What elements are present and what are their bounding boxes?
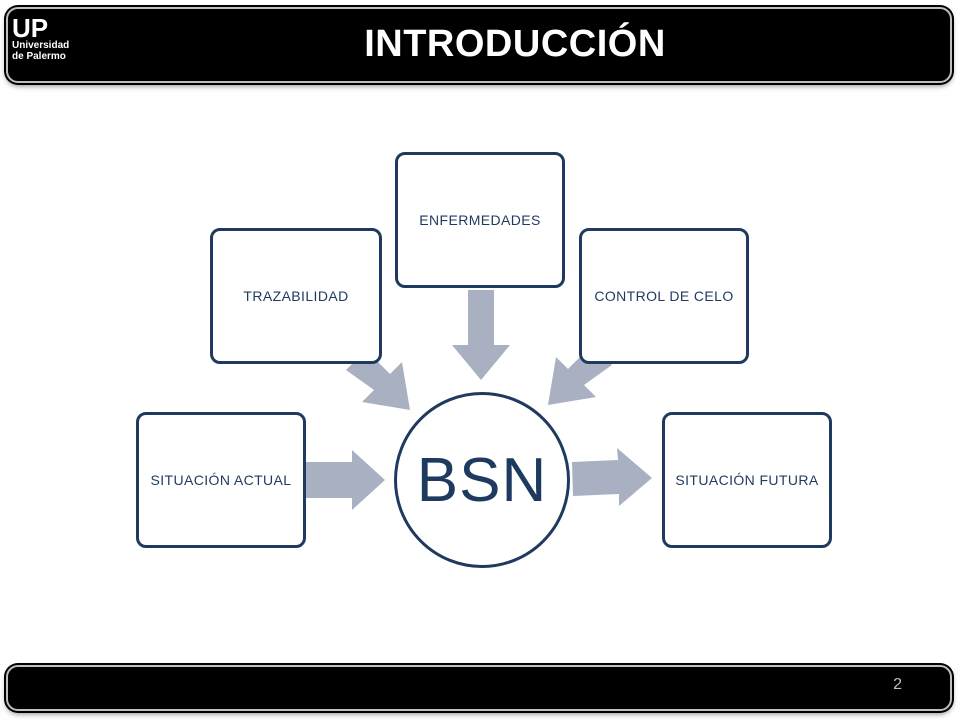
- page-title: INTRODUCCIÓN: [364, 23, 666, 65]
- page-number: 2: [893, 676, 902, 693]
- footer-bar: [6, 665, 952, 711]
- logo-line-1: Universidad: [12, 40, 70, 51]
- arrow-situacion-actual-to-hub: [306, 450, 385, 510]
- node-enfermedades: ENFERMEDADES: [395, 152, 565, 288]
- node-situacion-actual: SITUACIÓN ACTUAL: [136, 412, 306, 548]
- logo-line-2: de Palermo: [12, 51, 66, 62]
- header-bar: [6, 7, 952, 83]
- arrow-trazabilidad-to-hub: [346, 350, 410, 410]
- logo-mark: UP: [12, 13, 49, 43]
- node-trazabilidad: TRAZABILIDAD: [210, 228, 382, 364]
- node-situacion-futura: SITUACIÓN FUTURA: [662, 412, 832, 548]
- node-control-de-celo: CONTROL DE CELO: [579, 228, 749, 364]
- arrow-hub-to-situacion-futura: [572, 448, 652, 506]
- hub-bsn: BSN: [394, 392, 570, 568]
- arrow-enfermedades-to-hub: [452, 290, 510, 380]
- university-logo: UP Universidad de Palermo: [12, 13, 94, 62]
